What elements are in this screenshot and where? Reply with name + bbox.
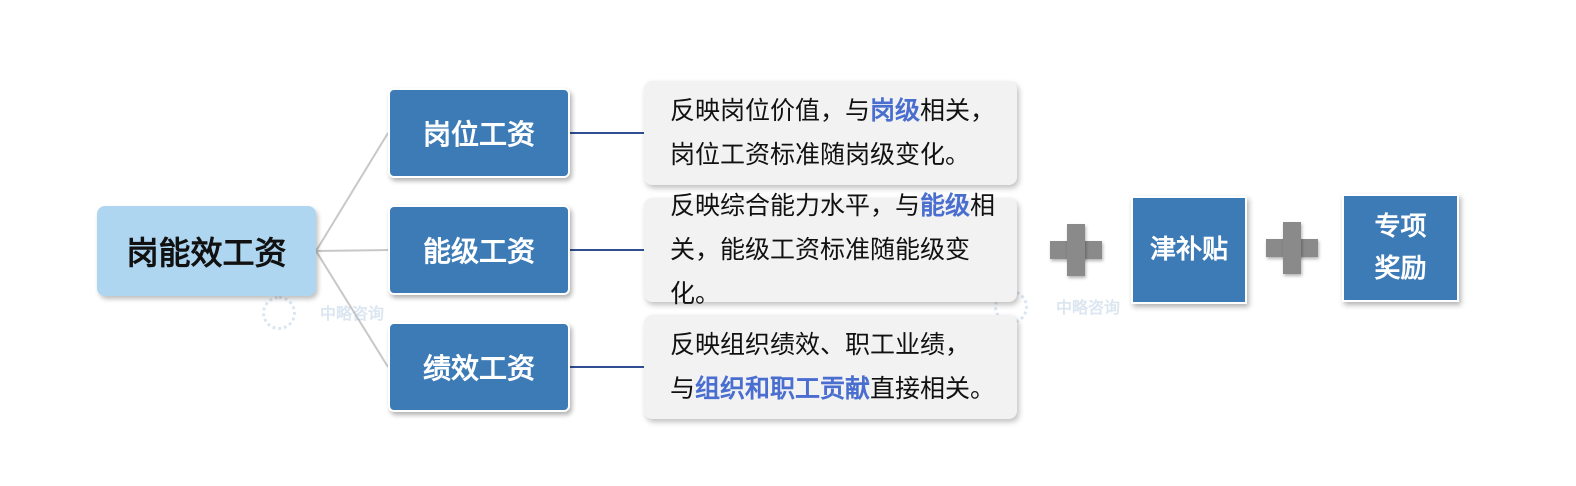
component-node-skill: 能级工资	[388, 205, 570, 295]
component-label: 绩效工资	[422, 352, 535, 385]
root-label: 岗能效工资	[126, 234, 287, 272]
highlight-term: 岗级	[870, 96, 921, 125]
plus-icon	[1266, 222, 1318, 274]
component-label: 能级工资	[422, 235, 535, 268]
highlight-term: 组织和职工贡献	[695, 374, 871, 403]
plus-icon	[1050, 224, 1102, 276]
component-node-position: 岗位工资	[388, 88, 570, 178]
branch-line-2	[315, 249, 389, 252]
allowance-label: 津补贴	[1149, 235, 1228, 265]
watermark-ring-icon	[262, 296, 296, 330]
component-node-performance: 绩效工资	[388, 322, 570, 412]
description-segment: 相关，	[920, 96, 996, 125]
special-award-node: 专项 奖励	[1342, 194, 1459, 302]
description-segment: 岗位工资标准随岗级变化。	[670, 140, 971, 169]
description-text: 反映组织绩效、职工业绩， 与组织和职工贡献直接相关。	[670, 323, 995, 411]
description-text: 反映岗位价值，与岗级相关， 岗位工资标准随岗级变化。	[670, 89, 995, 177]
description-segment: 反映岗位价值，与	[670, 96, 871, 125]
description-segment: 反映综合能力水平，与	[670, 191, 921, 220]
branch-line-3	[315, 250, 389, 368]
allowance-node: 津补贴	[1131, 196, 1247, 304]
watermark-text: 中略咨询	[320, 304, 385, 323]
branch-line-1	[315, 132, 389, 252]
component-label: 岗位工资	[422, 118, 535, 151]
description-box-performance: 反映组织绩效、职工业绩， 与组织和职工贡献直接相关。	[644, 315, 1017, 419]
description-segment: 相	[970, 191, 996, 220]
description-text: 反映综合能力水平，与能级相关，能级工资标准随能级变化。	[670, 184, 1013, 316]
description-box-position: 反映岗位价值，与岗级相关， 岗位工资标准随岗级变化。	[644, 81, 1017, 185]
special-award-label: 专项 奖励	[1374, 212, 1427, 284]
description-segment: 直接相关。	[870, 374, 996, 403]
description-segment: 关，能级工资标准随能级变化。	[670, 235, 971, 308]
highlight-term: 能级	[920, 191, 971, 220]
watermark-text: 中略咨询	[1056, 298, 1121, 317]
root-node: 岗能效工资	[97, 206, 316, 296]
description-segment: 与	[670, 374, 696, 403]
description-box-skill: 反映综合能力水平，与能级相关，能级工资标准随能级变化。	[644, 191, 1017, 308]
description-segment: 反映组织绩效、职工业绩，	[670, 330, 971, 359]
